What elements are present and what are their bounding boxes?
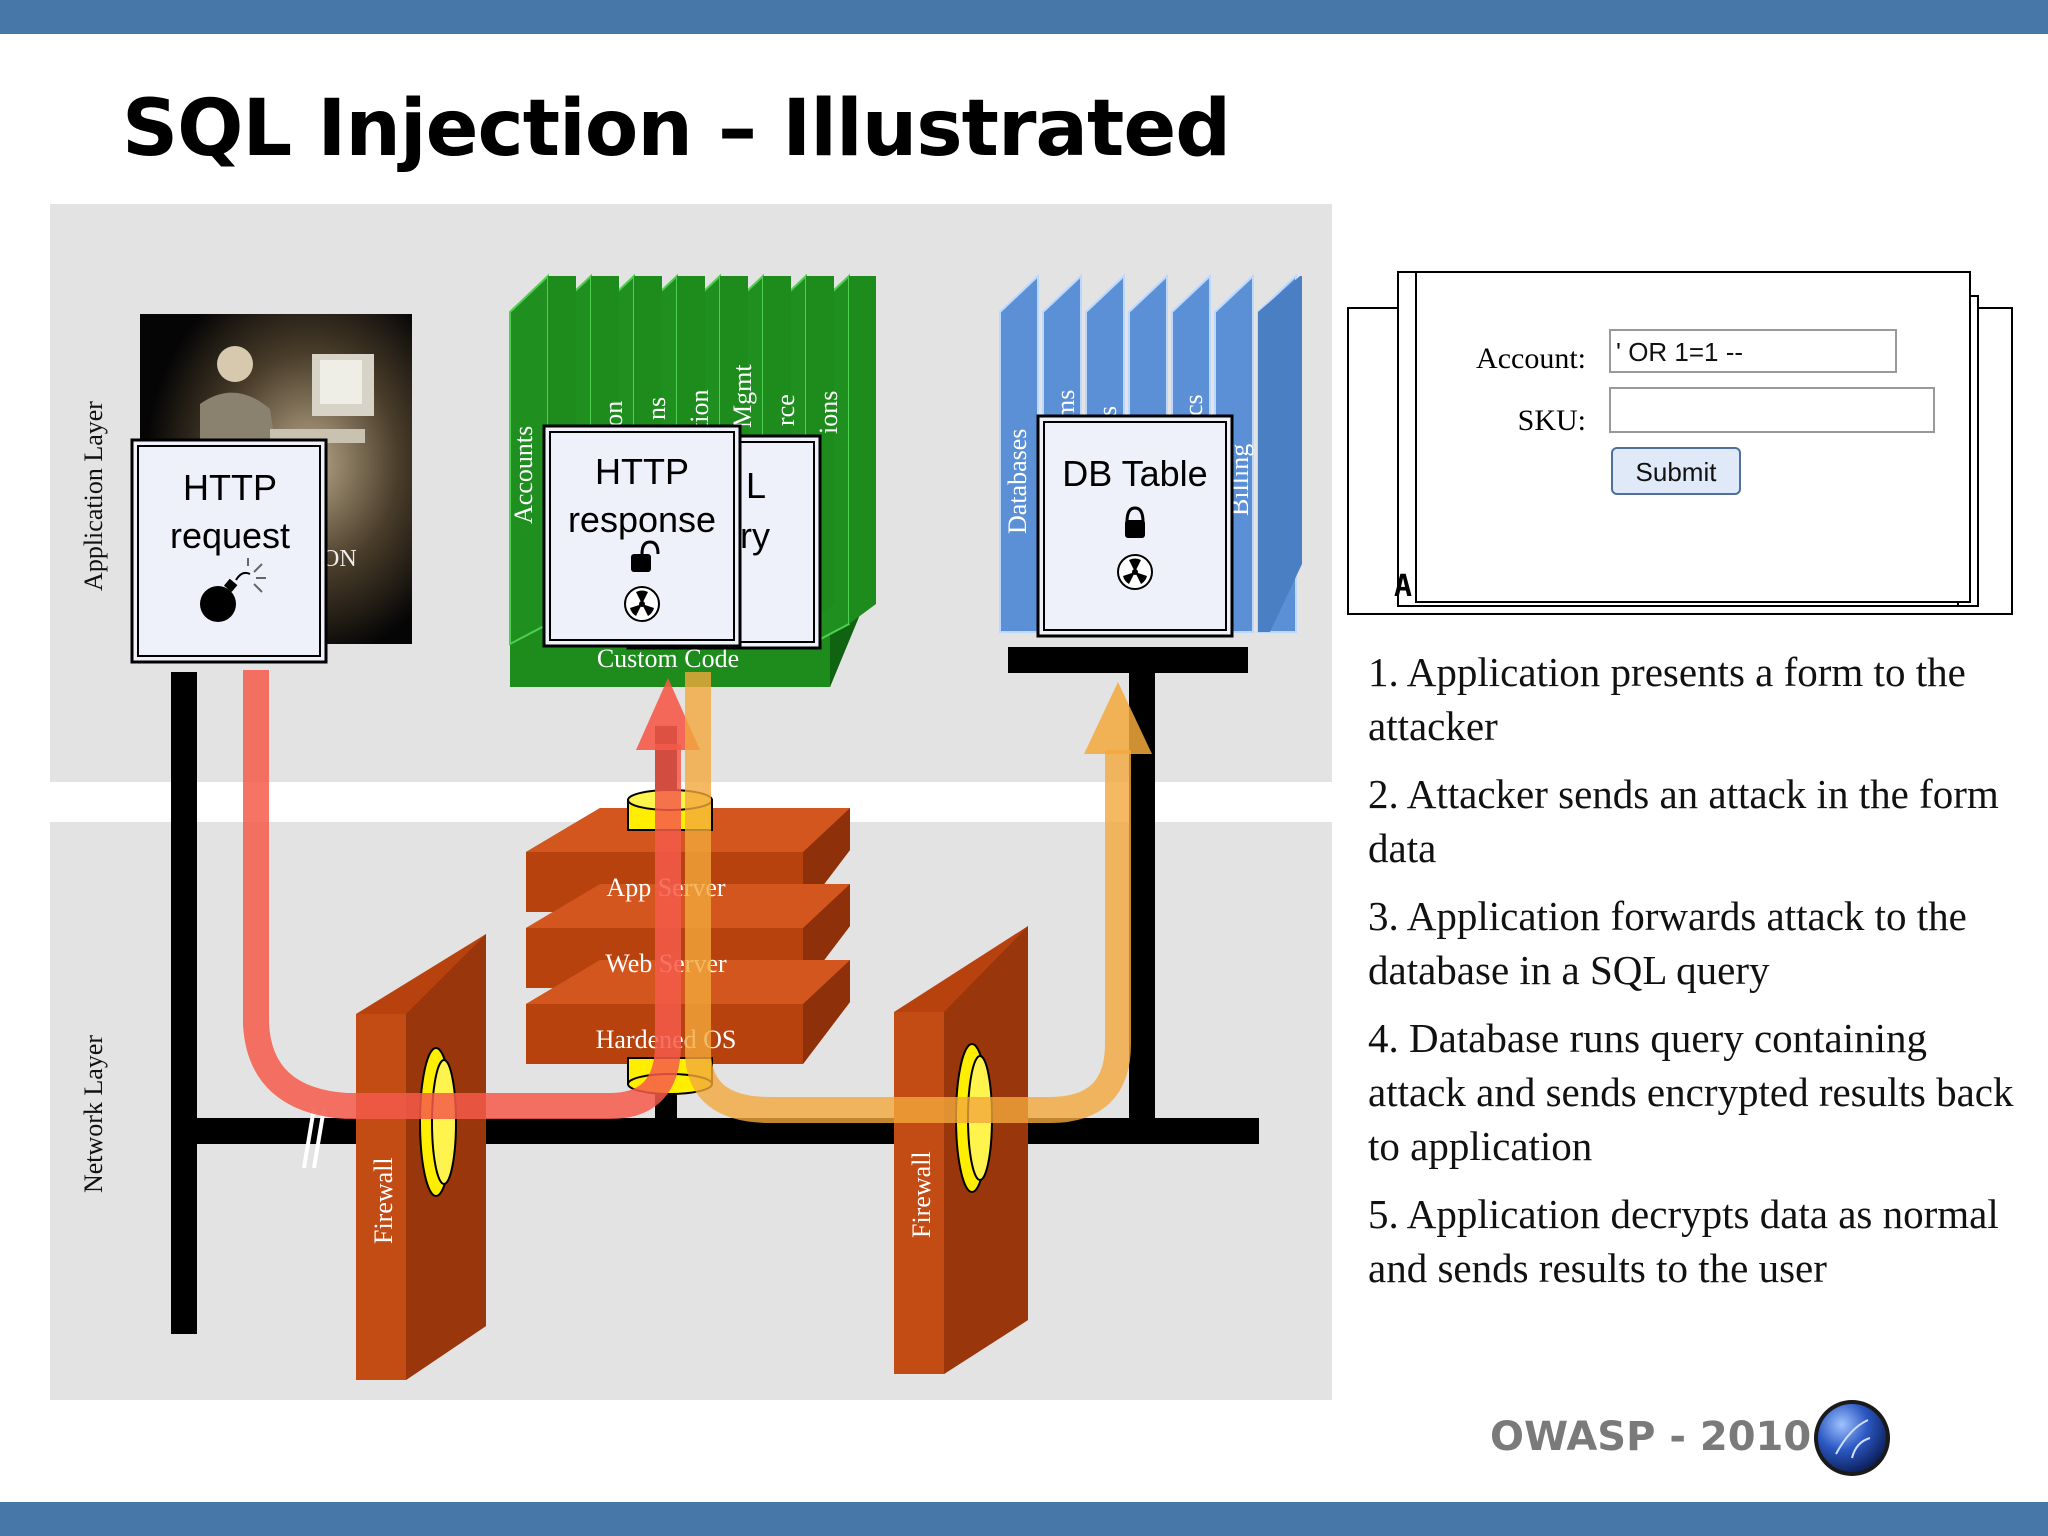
blue-module-label-0: Databases	[1003, 429, 1032, 534]
db-table-label: DB Table	[1062, 453, 1207, 494]
behind-form-fragment: A	[1394, 569, 1412, 604]
steps-list: 1. Application presents a form to the at…	[1368, 645, 2033, 1309]
http-response-line1: HTTP	[595, 451, 689, 492]
step-5: 5. Application decrypts data as normal a…	[1368, 1191, 1999, 1291]
account-label: Account:	[1476, 342, 1586, 375]
response-arrow-path	[685, 672, 1131, 1123]
step-4: 4. Database runs query containing attack…	[1368, 1015, 2014, 1169]
sku-input[interactable]	[1609, 387, 1935, 433]
green-module-label-2: ns	[642, 397, 671, 420]
owasp-logo	[1814, 1400, 1890, 1476]
response-arrow-head	[1084, 682, 1152, 754]
open-padlock-icon	[631, 540, 660, 572]
green-module-label-6: ions	[814, 391, 843, 434]
request-arrow-path	[243, 670, 681, 1119]
blue-module-label-3: cs	[1179, 394, 1208, 416]
http-request-line2: request	[170, 515, 290, 556]
submit-button[interactable]: Submit	[1611, 447, 1741, 495]
top-band	[0, 0, 2048, 34]
step-1: 1. Application presents a form to the at…	[1368, 649, 1966, 749]
firewall-left: Firewall	[356, 934, 486, 1380]
green-module-label-0: Accounts	[509, 426, 538, 524]
account-input-value: ' OR 1=1 --	[1616, 337, 1743, 367]
request-arrow-head	[636, 678, 700, 750]
radiation-icon	[624, 586, 660, 622]
sql-query-fragment-2: ry	[740, 515, 770, 556]
network-backbone	[171, 647, 1259, 1334]
submit-button-label: Submit	[1636, 457, 1718, 487]
bomb-icon	[200, 558, 266, 622]
http-request-card: HTTP request	[130, 438, 328, 664]
http-response-line2: response	[568, 499, 716, 540]
db-radiation-icon	[1117, 554, 1153, 590]
footer-text: OWASP - 2010	[1490, 1414, 1812, 1460]
firewall-right-label: Firewall	[907, 1151, 936, 1238]
green-module-label-5: rce	[771, 394, 800, 426]
green-module-label-3: tion	[685, 390, 714, 430]
architecture-diagram: Application Layer Network Layer ON	[50, 204, 1332, 1400]
application-layer-label: Application Layer	[79, 401, 108, 591]
closed-padlock-icon	[1125, 506, 1145, 538]
sku-label: SKU:	[1518, 404, 1586, 437]
firewall-left-label: Firewall	[369, 1157, 398, 1244]
step-2: 2. Attacker sends an attack in the form …	[1368, 771, 1999, 871]
blue-module-label-2: s	[1093, 406, 1122, 416]
slide-title: SQL Injection – Illustrated	[122, 84, 1231, 174]
form-mockup: A Account: ' OR 1=1 -- SKU: Submit	[1347, 271, 2013, 615]
green-module-label-4: Mgmt	[728, 364, 757, 428]
bottom-band	[0, 1502, 2048, 1536]
http-response-card: HTTP response	[542, 424, 742, 648]
db-table-card: DB Table	[1036, 414, 1234, 638]
account-input[interactable]	[1609, 329, 1897, 373]
photo-fragment-text: ON	[322, 546, 357, 572]
link-break-mark	[302, 1107, 316, 1169]
sql-query-fragment-1: L	[746, 465, 766, 506]
step-3: 3. Application forwards attack to the da…	[1368, 893, 1967, 993]
network-layer-label: Network Layer	[79, 1035, 108, 1193]
http-request-line1: HTTP	[183, 467, 277, 508]
